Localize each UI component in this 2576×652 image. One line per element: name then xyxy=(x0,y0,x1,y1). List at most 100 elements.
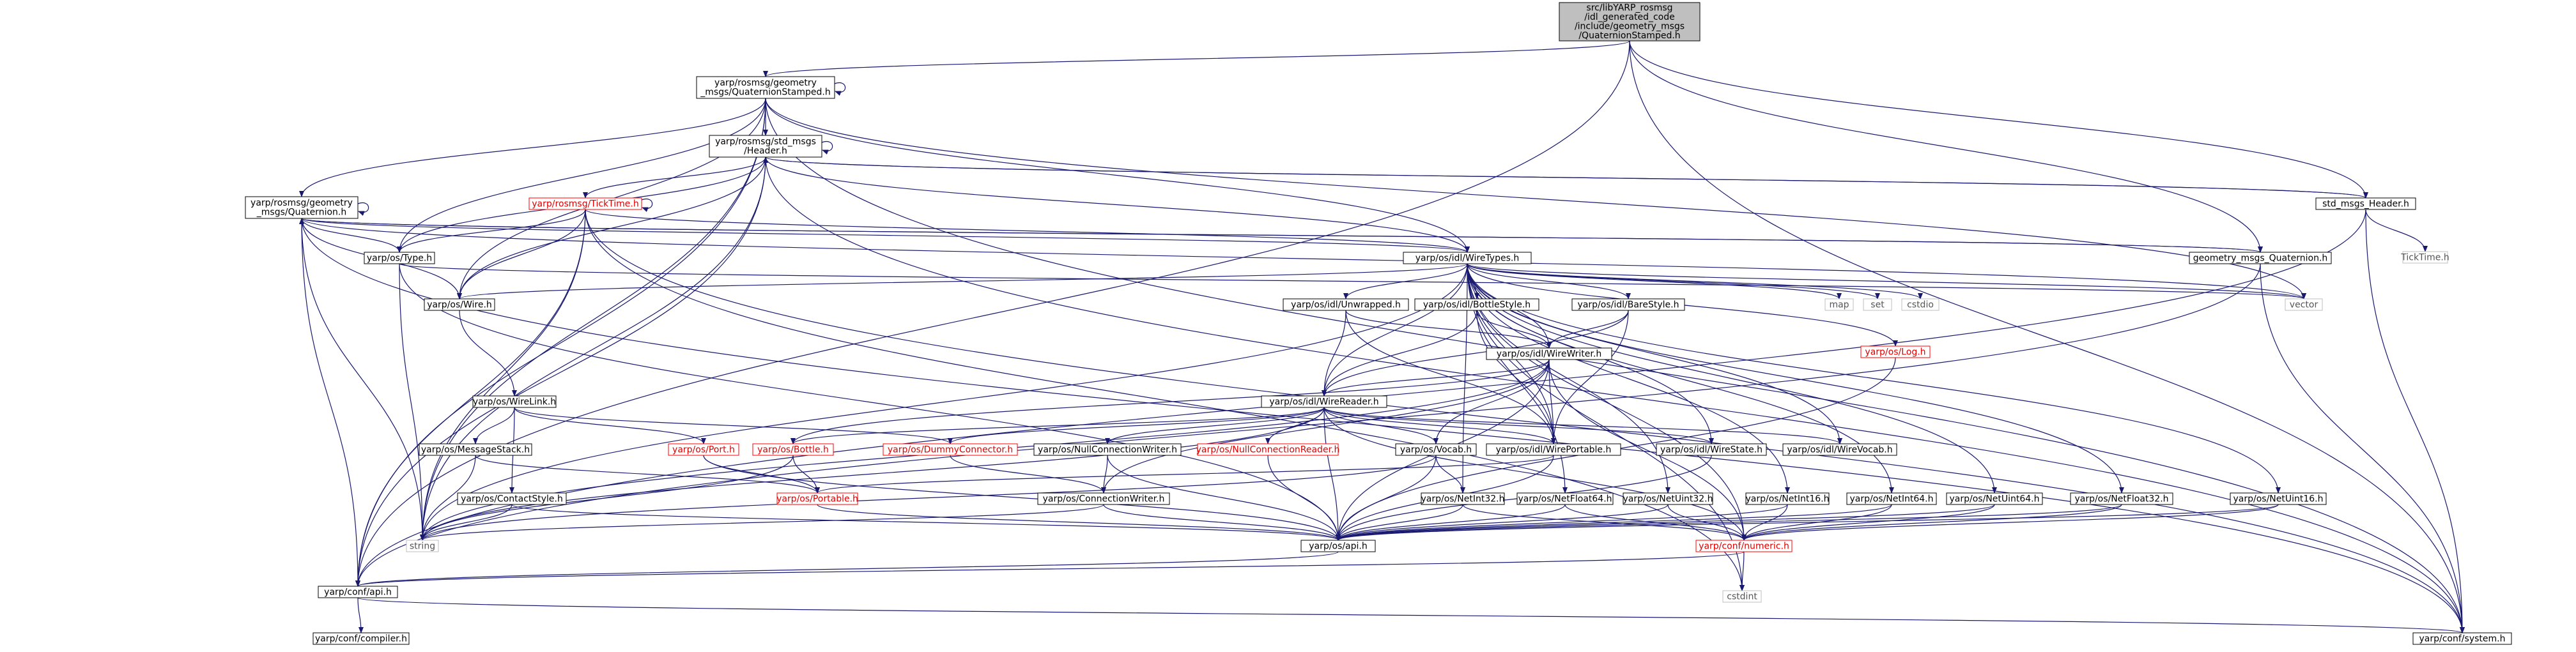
node-yarp-os-idl-unwrapped-h[interactable]: yarp/os/idl/Unwrapped.h xyxy=(1283,298,1409,311)
node-box xyxy=(424,298,495,311)
node-box xyxy=(1722,590,1762,603)
node-box xyxy=(2412,632,2512,645)
edge-quat-to-vector xyxy=(301,218,2306,299)
edge-stdmsgshdr-to-hdr xyxy=(763,156,2366,199)
edge-ticktime-to-type xyxy=(397,209,586,253)
node-ticktime-h: TickTime.h xyxy=(2400,251,2449,264)
node-yarp-os-log-h[interactable]: yarp/os/Log.h xyxy=(1860,345,1931,358)
node-label: yarp/os/idl/WireState.h xyxy=(1660,444,1762,455)
node-yarp-os-idl-wireportable-h[interactable]: yarp/os/idl/WirePortable.h xyxy=(1486,443,1621,456)
node-yarp-os-netfloat64-h[interactable]: yarp/os/NetFloat64.h xyxy=(1516,492,1614,505)
node-yarp-os-vocab-h[interactable]: yarp/os/Vocab.h xyxy=(1395,443,1477,456)
node-yarp-os-netuint32-h[interactable]: yarp/os/NetUint32.h xyxy=(1623,492,1713,505)
node-yarp-conf-compiler-h[interactable]: yarp/conf/compiler.h xyxy=(312,632,410,645)
edge-contactstyle-to-osapi xyxy=(511,504,1341,541)
node-yarp-os-nullconnectionwriter-h[interactable]: yarp/os/NullConnectionWriter.h xyxy=(1033,443,1182,456)
node-yarp-conf-api-h[interactable]: yarp/conf/api.h xyxy=(318,586,398,598)
edge-type-to-osapi xyxy=(399,263,1341,541)
node-geometry-msgs-quaternion-h[interactable]: geometry_msgs_Quaternion.h xyxy=(2189,252,2332,264)
edge-vocab-to-osapi xyxy=(1336,455,1437,541)
node-yarp-os-idl-bottlestyle-h[interactable]: yarp/os/idl/BottleStyle.h xyxy=(1414,298,1539,311)
node-box xyxy=(1486,347,1612,360)
node-yarp-os-portable-h[interactable]: yarp/os/Portable.h xyxy=(776,492,858,505)
node-yarp-os-netfloat32-h[interactable]: yarp/os/NetFloat32.h xyxy=(2070,492,2173,505)
node-box xyxy=(1486,443,1621,456)
node-box xyxy=(1414,298,1539,311)
node-yarp-os-wire-h[interactable]: yarp/os/Wire.h xyxy=(424,298,495,311)
edge-qs-to-vector xyxy=(765,98,2306,299)
node-yarp-rosmsg-geometry-msgs-quaternion-h[interactable]: yarp/rosmsg/geometry_msgs/Quaternion.h xyxy=(245,196,359,219)
edge-wirewriter-to-wireportable xyxy=(1548,359,1556,444)
edge-wirereader-to-nullconnwriter xyxy=(1105,407,1325,444)
node-yarp-os-wirelink-h[interactable]: yarp/os/WireLink.h xyxy=(472,395,557,408)
edge-nullconnreader-to-osapi xyxy=(1267,455,1341,541)
edge-bottle-to-string xyxy=(420,455,794,541)
edge-quat-to-string xyxy=(301,218,425,541)
node-yarp-conf-system-h[interactable]: yarp/conf/system.h xyxy=(2412,632,2512,645)
node-yarp-conf-numeric-h[interactable]: yarp/conf/numeric.h xyxy=(1695,540,1793,552)
edge-port-to-osapi xyxy=(703,455,1341,541)
node-label: yarp/os/Portable.h xyxy=(776,494,858,504)
node-label: yarp/rosmsg/geometry xyxy=(251,198,353,208)
edge-ticktime-to-ticktime xyxy=(641,198,653,212)
edge-wiretypes-to-wire xyxy=(457,263,1468,299)
node-yarp-os-connectionwriter-h[interactable]: yarp/os/ConnectionWriter.h xyxy=(1037,492,1170,505)
node-yarp-os-port-h[interactable]: yarp/os/Port.h xyxy=(668,443,739,456)
node-box xyxy=(528,197,642,210)
node-yarp-os-idl-barestyle-h[interactable]: yarp/os/idl/BareStyle.h xyxy=(1571,298,1685,311)
edge-wiretypes-to-cstdio xyxy=(1467,263,1923,299)
node-box xyxy=(1403,252,1532,264)
node-label: cstdint xyxy=(1727,591,1757,602)
node-label: string xyxy=(410,541,435,551)
node-yarp-os-idl-wirewriter-h[interactable]: yarp/os/idl/WireWriter.h xyxy=(1486,347,1612,360)
node-yarp-os-netint16-h[interactable]: yarp/os/NetInt16.h xyxy=(1745,492,1830,505)
node-label: yarp/os/NetUint32.h xyxy=(1623,494,1713,504)
edge-nullconnwriter-to-connwriter xyxy=(1101,455,1108,494)
edge-wiretypes-to-netint16 xyxy=(1467,263,1790,494)
node-yarp-os-netint32-h[interactable]: yarp/os/NetInt32.h xyxy=(1421,492,1505,505)
edge-wiretypes-to-cstdint xyxy=(1467,263,1745,591)
node-yarp-os-idl-wiretypes-h[interactable]: yarp/os/idl/WireTypes.h xyxy=(1403,252,1532,264)
node-label: yarp/conf/system.h xyxy=(2419,633,2506,644)
node-yarp-os-idl-wirevocab-h[interactable]: yarp/os/idl/WireVocab.h xyxy=(1782,443,1897,456)
node-yarp-rosmsg-ticktime-h[interactable]: yarp/rosmsg/TickTime.h xyxy=(528,197,642,210)
edge-geomquat-to-quat xyxy=(300,218,2261,253)
node-yarp-os-api-h[interactable]: yarp/os/api.h xyxy=(1300,540,1376,552)
node-yarp-os-bottle-h[interactable]: yarp/os/Bottle.h xyxy=(752,443,834,456)
node-yarp-rosmsg-std-msgs-header-h[interactable]: yarp/rosmsg/std_msgs/Header.h xyxy=(709,135,822,158)
node-std-msgs-header-h[interactable]: std_msgs_Header.h xyxy=(2315,197,2416,210)
edge-confapi-to-system xyxy=(357,597,2464,633)
node-label: yarp/os/NetFloat64.h xyxy=(1518,494,1612,504)
edge-ticktime-to-string xyxy=(420,209,586,541)
node-label: yarp/conf/compiler.h xyxy=(315,633,407,644)
node-label: yarp/os/NetInt64.h xyxy=(1849,494,1933,504)
node-yarp-rosmsg-geometry-msgs-quaternionstamped-h[interactable]: yarp/rosmsg/geometry_msgs/QuaternionStam… xyxy=(696,76,835,99)
edge-netuint16-to-numeric xyxy=(1741,504,2279,541)
node-yarp-os-idl-wirestate-h[interactable]: yarp/os/idl/WireState.h xyxy=(1656,443,1767,456)
node-yarp-os-type-h[interactable]: yarp/os/Type.h xyxy=(364,252,435,264)
edge-root-to-geomquat xyxy=(1629,40,2263,253)
node-box xyxy=(245,196,359,219)
node-yarp-os-netuint16-h[interactable]: yarp/os/NetUint16.h xyxy=(2230,492,2327,505)
node-yarp-os-netint64-h[interactable]: yarp/os/NetInt64.h xyxy=(1846,492,1937,505)
node-label: yarp/os/Vocab.h xyxy=(1400,444,1472,455)
node-label: yarp/os/ContactStyle.h xyxy=(461,494,563,504)
node-yarp-os-dummyconnector-h[interactable]: yarp/os/DummyConnector.h xyxy=(883,443,1018,456)
node-label: /include/geometry_msgs xyxy=(1575,22,1685,32)
edge-netfloat32-to-numeric xyxy=(1741,504,2122,541)
node-label: /QuaternionStamped.h xyxy=(1578,31,1680,41)
edge-geomquat-to-confapi xyxy=(355,263,2261,587)
node-yarp-os-messagestack-h[interactable]: yarp/os/MessageStack.h xyxy=(419,443,532,456)
node-label: yarp/os/NetUint64.h xyxy=(1949,494,2039,504)
node-yarp-os-nullconnectionreader-h[interactable]: yarp/os/NullConnectionReader.h xyxy=(1196,443,1340,456)
node-yarp-os-netuint64-h[interactable]: yarp/os/NetUint64.h xyxy=(1946,492,2043,505)
node-box xyxy=(2315,197,2416,210)
edge-barestyle-to-wirewriter xyxy=(1546,310,1629,349)
node-yarp-os-idl-wirereader-h[interactable]: yarp/os/idl/WireReader.h xyxy=(1261,395,1387,408)
node-yarp-os-contactstyle-h[interactable]: yarp/os/ContactStyle.h xyxy=(457,492,567,505)
node-src-libyarp-rosmsg-idl-generated-code-include-geometry-msgs-quaternionstamped-h[interactable]: src/libYARP_rosmsg/idl_generated_code/in… xyxy=(1559,2,1701,42)
edge-unwrapped-to-wirereader xyxy=(1322,310,1346,397)
edge-wirewriter-to-vocab xyxy=(1433,359,1550,444)
edge-ticktime-to-system xyxy=(585,209,2465,633)
node-string: string xyxy=(406,540,439,552)
